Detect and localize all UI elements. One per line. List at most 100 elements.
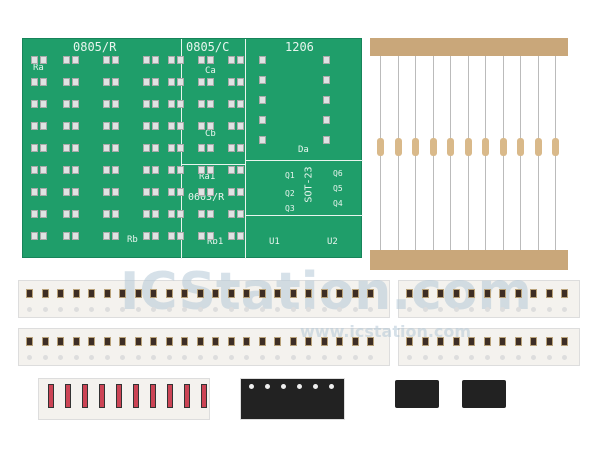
solder-pad <box>72 188 79 196</box>
resistor-body <box>482 138 489 156</box>
solder-pad <box>112 56 119 64</box>
solder-pad <box>63 100 70 108</box>
solder-pad <box>168 122 175 130</box>
solder-pad <box>40 188 47 196</box>
solder-pad <box>198 210 205 218</box>
solder-pad <box>237 78 244 86</box>
smd-chip <box>88 289 95 298</box>
label-q5: Q5 <box>333 184 343 193</box>
diode <box>48 384 54 408</box>
solder-pad <box>63 210 70 218</box>
smd-chip <box>289 337 297 346</box>
smd-chip <box>499 337 506 346</box>
solder-pad <box>259 136 266 144</box>
tape-hole <box>368 355 373 360</box>
solder-pad <box>323 76 330 84</box>
tape-hole <box>259 307 265 312</box>
resistor-strip <box>370 38 568 270</box>
solder-pad <box>31 100 38 108</box>
smd-chip <box>514 289 522 298</box>
smd-chip <box>103 337 111 346</box>
smd-chip <box>227 337 235 346</box>
tape-hole <box>135 307 141 312</box>
solder-pad <box>168 210 175 218</box>
solder-pad <box>207 144 214 152</box>
tape-hole <box>531 307 536 312</box>
label-cb: Cb <box>205 129 216 139</box>
resistor-body <box>429 138 437 156</box>
tape-hole <box>306 307 311 312</box>
tape-hole <box>500 355 505 360</box>
solder-pad <box>198 144 205 152</box>
solder-pad <box>228 166 235 174</box>
diode <box>167 384 173 408</box>
diode <box>133 384 139 408</box>
tape-hole <box>89 307 94 312</box>
solder-pad <box>40 78 47 86</box>
sot23-part <box>313 384 318 389</box>
solder-pad <box>40 166 47 174</box>
smd-chip <box>421 337 429 346</box>
smd-chip <box>57 337 64 346</box>
tape-hole <box>228 307 234 312</box>
smd-chip <box>289 289 297 298</box>
smd-chip <box>530 337 537 346</box>
smd-chip <box>336 289 343 298</box>
solder-pad <box>228 78 235 86</box>
smd-chip <box>320 289 328 298</box>
tape-hole <box>166 307 172 312</box>
tape-hole <box>484 355 490 360</box>
smd-chip <box>545 289 553 298</box>
solder-pad <box>198 100 205 108</box>
solder-pad <box>31 232 38 240</box>
tape-hole <box>197 355 203 360</box>
solder-pad <box>63 232 70 240</box>
tape-hole <box>42 307 48 312</box>
solder-pad <box>237 166 244 174</box>
solder-pad <box>177 100 184 108</box>
tape-hole <box>213 355 218 360</box>
solder-pad <box>103 122 110 130</box>
tape-hole <box>562 307 567 312</box>
solder-pad <box>152 144 159 152</box>
solder-pad <box>63 78 70 86</box>
label-u2: U2 <box>327 237 338 247</box>
tape-hole <box>27 307 32 312</box>
smd-chip <box>258 337 266 346</box>
smd-chip <box>351 337 359 346</box>
smd-chip <box>483 289 491 298</box>
label-rb: Rb <box>127 235 138 245</box>
solder-pad <box>103 166 110 174</box>
tape-hole <box>275 355 280 360</box>
tape-hole <box>484 307 490 312</box>
solder-pad <box>63 122 70 130</box>
smd-chip <box>530 289 537 298</box>
smd-chip <box>212 289 219 298</box>
label-q1: Q1 <box>285 171 295 180</box>
sot23-part <box>265 384 270 389</box>
solder-pad <box>168 144 175 152</box>
smd-chip <box>274 337 281 346</box>
tape-hole <box>546 307 552 312</box>
tape-hole <box>73 307 79 312</box>
smd-chip <box>134 289 142 298</box>
label-ca: Ca <box>205 66 216 76</box>
smd-chip <box>103 289 111 298</box>
ic-chip-2 <box>462 380 506 408</box>
resistor-body <box>447 138 454 156</box>
solder-pad <box>40 144 47 152</box>
tape-hole <box>182 355 187 360</box>
solder-pad <box>31 210 38 218</box>
section-1206: 1206 <box>285 40 314 54</box>
tape-hole <box>469 307 474 312</box>
label-q3: Q3 <box>285 204 295 213</box>
solder-pad <box>112 188 119 196</box>
resistor-body <box>412 138 419 156</box>
solder-pad <box>31 188 38 196</box>
solder-pad <box>228 144 235 152</box>
tape-hole <box>120 355 125 360</box>
tape-hole <box>290 355 296 360</box>
sot23-part <box>249 384 254 389</box>
diode <box>99 384 105 408</box>
smd-chip <box>406 289 413 298</box>
